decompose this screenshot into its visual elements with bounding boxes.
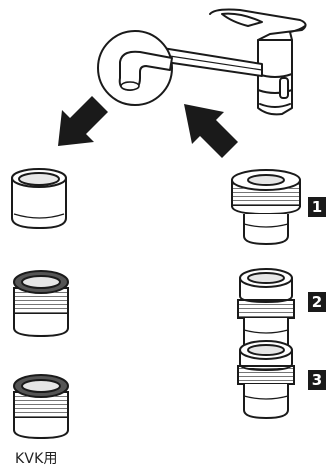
step-badge-2: 2 bbox=[308, 292, 326, 312]
faucet-illustration bbox=[149, 8, 307, 116]
remove-arrow bbox=[58, 96, 108, 146]
attach-arrow bbox=[184, 104, 238, 158]
connector-1 bbox=[231, 169, 301, 246]
original-aerator bbox=[11, 168, 67, 230]
step-badge-3: 3 bbox=[308, 370, 326, 390]
connector-3 bbox=[237, 340, 295, 420]
left-adapter-a bbox=[13, 270, 69, 338]
magnifier-detail bbox=[97, 30, 173, 106]
kvk-caption: KVK用 bbox=[15, 451, 58, 467]
step-badge-1: 1 bbox=[308, 197, 326, 217]
left-adapter-kvk bbox=[13, 374, 69, 440]
